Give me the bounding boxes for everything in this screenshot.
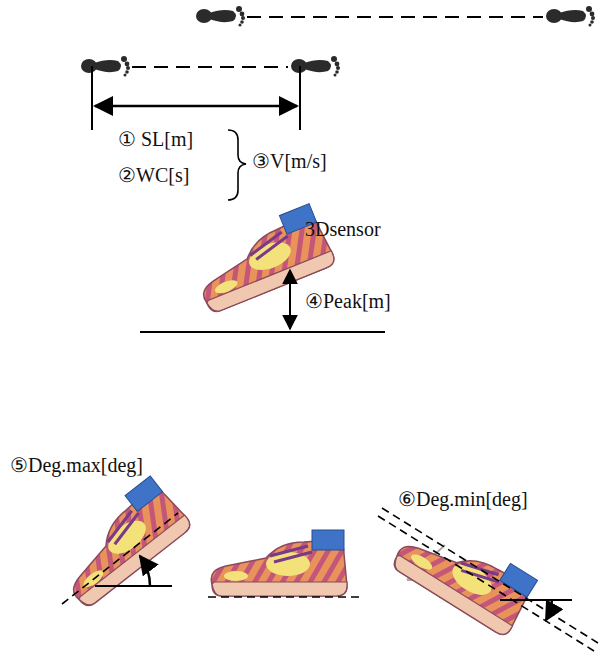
- angle-label: ⑤Deg.max[deg]: [10, 454, 143, 476]
- stride-dimension: [92, 66, 300, 130]
- dimension-label: ③V[m/s]: [252, 150, 327, 172]
- dimension-label: ① SL[m]: [118, 128, 193, 150]
- dimension-label: ②WC[s]: [118, 164, 189, 186]
- deg-min-shoe: [378, 508, 598, 651]
- brace: [228, 130, 246, 200]
- deg-max-shoe: [46, 474, 194, 610]
- part-label: 3Dsensor: [305, 218, 381, 240]
- dimension-label: ④Peak[m]: [305, 290, 391, 312]
- peak-shoe: [140, 203, 385, 332]
- flat-shoe: [208, 530, 362, 597]
- angle-label: ⑥Deg.min[deg]: [398, 488, 528, 510]
- footprints: [81, 6, 595, 77]
